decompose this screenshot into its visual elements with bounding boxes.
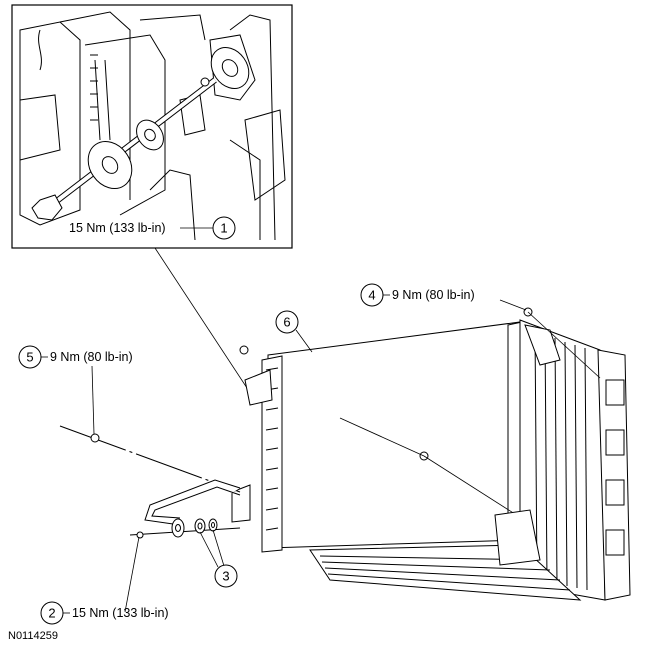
callout-3: 3 [199, 529, 238, 588]
detail-inset: 15 Nm (133 lb-in) 1 [11, 4, 293, 249]
callout-3-number: 3 [222, 569, 229, 584]
condenser [231, 321, 541, 553]
callout-4-spec: 9 Nm (80 lb-in) [392, 288, 475, 302]
callout-1-number: 1 [220, 221, 227, 236]
callout-2-number: 2 [48, 606, 55, 621]
callout-4-number: 4 [368, 288, 375, 303]
radiator [309, 307, 631, 601]
callout-6-number: 6 [283, 315, 290, 330]
callout-5-number: 5 [26, 350, 33, 365]
figure-id: N0114259 [8, 630, 58, 642]
callout-4: 4 9 Nm (80 lb-in) [360, 283, 527, 311]
callout-6: 6 [275, 310, 313, 353]
ac-lines [59, 425, 241, 539]
callout-2-spec: 15 Nm (133 lb-in) [72, 606, 169, 620]
callout-1: 15 Nm (133 lb-in) 1 [69, 216, 236, 240]
callout-2: 2 15 Nm (133 lb-in) [40, 536, 169, 625]
callout-5-spec: 9 Nm (80 lb-in) [50, 350, 133, 364]
callout-1-spec: 15 Nm (133 lb-in) [69, 221, 166, 235]
callout-5: 5 9 Nm (80 lb-in) [18, 345, 133, 435]
